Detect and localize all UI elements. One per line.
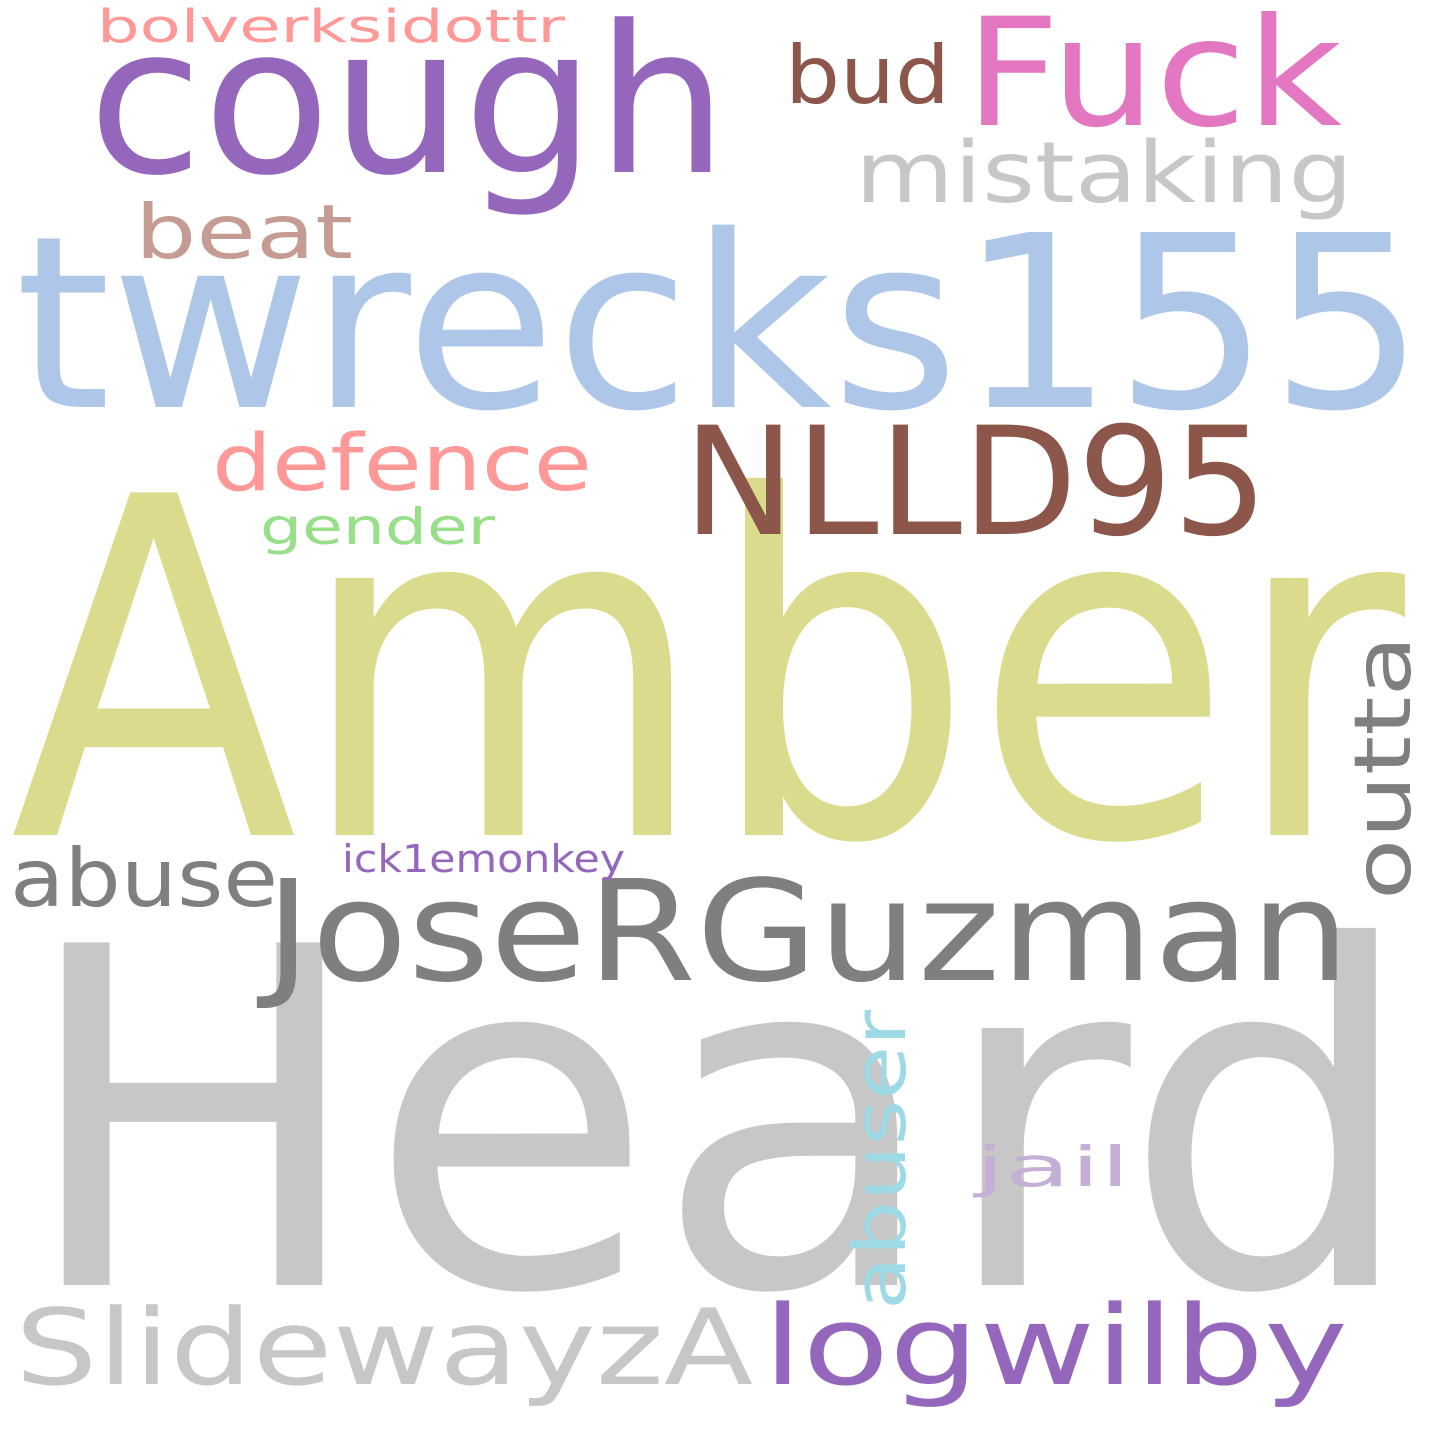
word-nlld95: NLLD95 [683, 396, 1268, 570]
word-amber: Amber [10, 399, 1410, 946]
word-mistaking: mistaking [855, 124, 1353, 223]
word-twrecks155: twrecks155 [15, 184, 1425, 464]
word-jail: jail [973, 1135, 1130, 1199]
word-logwilby: logwilby [763, 1282, 1348, 1410]
word-ick1emonkey: ick1emonkey [342, 837, 625, 881]
word-bolverksidottr: bolverksidottr [97, 0, 566, 53]
word-slidewayza: SlidewayzA [15, 1287, 753, 1409]
word-abuser: abuser [838, 1010, 922, 1310]
word-gender: gender [260, 498, 496, 556]
word-beat: beat [135, 188, 353, 276]
word-fuck: Fuck [965, 0, 1342, 161]
word-cough: cough [88, 0, 728, 221]
word-abuse: abuse [10, 832, 278, 925]
word-joserguzman: JoseRGuzman [256, 851, 1350, 1014]
word-bud: bud [785, 29, 950, 122]
word-heard: Heard [18, 849, 1418, 1396]
word-outta: outta [1339, 635, 1429, 900]
word-defence: defence [212, 419, 592, 509]
